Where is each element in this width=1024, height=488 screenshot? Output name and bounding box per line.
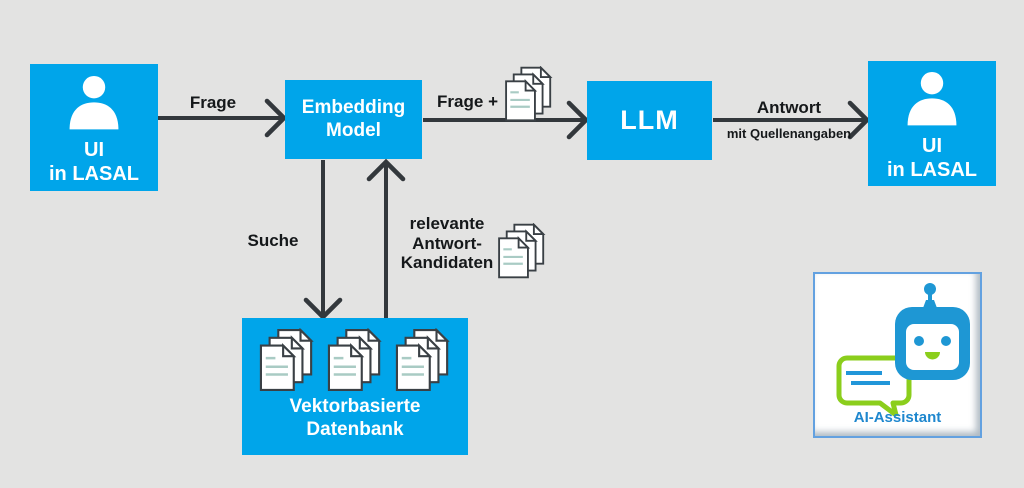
edge-label-kandidaten: relevante Antwort- Kandidaten	[400, 214, 494, 273]
document-stacks	[259, 328, 451, 392]
edge-sublabel-quellenangaben: mit Quellenangaben	[726, 126, 852, 141]
node-llm: LLM	[587, 81, 712, 160]
robot-head-icon	[895, 283, 970, 380]
person-icon	[899, 66, 965, 132]
edge-label-frage: Frage	[189, 93, 237, 112]
documents-stack-icon	[504, 66, 554, 122]
node-vector-database: Vektorbasierte Datenbank	[242, 318, 468, 455]
documents-stack-icon	[395, 328, 451, 392]
person-icon	[61, 70, 127, 136]
node-embedding-model: Embedding Model	[285, 80, 422, 159]
edge-label-suche: Suche	[247, 231, 299, 250]
documents-stack-icon	[497, 223, 547, 279]
node-label: LLM	[620, 105, 679, 136]
edge-label-antwort: Antwort	[756, 98, 822, 117]
node-ui-lasal-right: UI in LASAL	[868, 61, 996, 186]
ai-assistant-button[interactable]: AI-Assistant	[813, 272, 982, 438]
ai-assistant-label: AI-Assistant	[853, 409, 942, 426]
node-label: Embedding Model	[301, 96, 406, 141]
documents-stack-icon	[327, 328, 383, 392]
node-label: UI in LASAL	[887, 134, 977, 181]
node-label: Vektorbasierte Datenbank	[289, 396, 421, 440]
node-ui-lasal-left: UI in LASAL	[30, 64, 158, 191]
node-label: UI in LASAL	[49, 138, 139, 185]
edge-label-frage-plus: Frage +	[437, 92, 498, 111]
documents-stack-icon	[259, 328, 315, 392]
robot-chat-icon	[836, 283, 970, 416]
speech-bubble-icon	[836, 355, 912, 416]
